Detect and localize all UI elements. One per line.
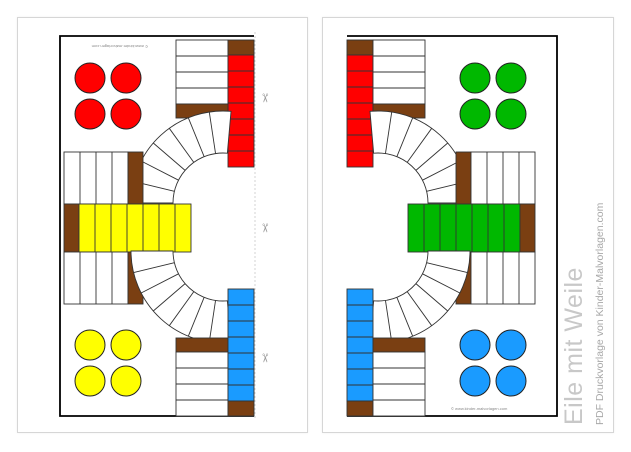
track-arc-top-divider [168,128,195,163]
safe-field-left-upper [127,151,144,205]
track-arc-bottom-divider [385,300,393,343]
track-arc-top [369,110,471,204]
footer-note-right: © www.kinder-malvorlagen.com [451,406,508,411]
track-arc-top [130,110,232,204]
track-arc-bottom-divider [140,273,179,294]
track-arc-bottom-divider [415,283,449,312]
track-arc-bottom-divider [168,291,195,326]
home-base-green-piece-4 [495,98,527,130]
home-lane-green [407,203,521,253]
home-base-red-piece-1 [74,62,106,94]
safe-field-bottom [175,337,229,353]
board-border [347,35,558,417]
start-field-right [519,203,536,253]
home-lane-blue [227,288,255,402]
safe-field-bottom [372,337,426,353]
board-left-half: © www.kinder-malvorlagen.com ✂ ✂ ✂ [59,32,272,420]
board-border [59,35,254,417]
track-arc-bottom-divider [133,262,175,274]
home-base-yellow-piece-3 [74,365,106,397]
board-sheet-left: © www.kinder-malvorlagen.com ✂ ✂ ✂ [17,17,308,433]
home-lane-yellow [78,203,192,253]
start-field-top [227,39,255,56]
start-field-top [346,39,374,56]
footer-note-left: © www.kinder-malvorlagen.com [91,44,148,49]
home-base-green-piece-3 [459,98,491,130]
home-lane-red [227,54,255,168]
track-arc-bottom [369,250,471,344]
home-base-red-piece-3 [74,98,106,130]
track-arc-bottom-divider [187,297,205,337]
home-base-red-piece-4 [110,98,142,130]
home-base-green-piece-2 [495,62,527,94]
track-arc-bottom-divider [426,262,468,274]
track-arc-top-divider [406,128,433,163]
home-base-blue-piece-2 [495,329,527,361]
home-lane-blue [346,288,374,402]
home-base-red-piece-2 [110,62,142,94]
home-base-blue-piece-1 [459,329,491,361]
track-arc-bottom-divider [396,297,414,337]
safe-field-right-upper [455,151,472,205]
track-arc-bottom-divider [422,273,461,294]
home-base-yellow-piece-2 [110,329,142,361]
track-arc-top-divider [152,142,186,171]
track-arc-bottom-divider [406,291,433,326]
start-field-bottom [346,400,374,417]
scissors-icon-2: ✂ [258,223,272,233]
home-base-blue-piece-3 [459,365,491,397]
start-field-bottom [227,400,255,417]
track-arc-bottom-divider [208,300,216,343]
scissors-icon-1: ✂ [258,93,272,103]
home-base-yellow-piece-1 [74,329,106,361]
game-subtitle: PDF Druckvorlage von Kinder-Malvorlagen.… [594,202,606,425]
home-base-blue-piece-4 [495,365,527,397]
track-arc-top-divider [187,117,205,157]
game-title: Eile mit Weile [560,267,588,425]
track-arc-bottom-divider [152,283,186,312]
home-lane-red [346,54,374,168]
track-arc-bottom [130,250,232,344]
track-arc-top-divider [415,142,449,171]
track-arc-top-divider [140,160,179,181]
scissors-icon-3: ✂ [258,353,272,363]
track-arc-top-divider [208,111,216,154]
start-field-left [63,203,80,253]
track-arc-top-divider [422,160,461,181]
board-sheet-right: © www.kinder-malvorlagen.com [322,17,614,433]
home-base-yellow-piece-4 [110,365,142,397]
board-right-half: © www.kinder-malvorlagen.com [346,35,558,417]
track-arc-top-divider [396,117,414,157]
track-arc-top-divider [385,111,393,154]
home-base-green-piece-1 [459,62,491,94]
